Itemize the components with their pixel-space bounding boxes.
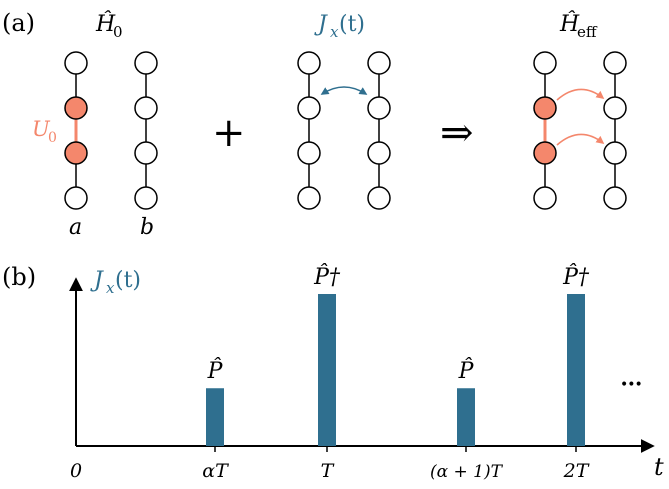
svg-text:x: x bbox=[330, 23, 339, 41]
site-circle bbox=[603, 51, 627, 75]
plus-sign: + bbox=[212, 110, 246, 156]
svg-text:Ĥ: Ĥ bbox=[559, 10, 580, 37]
x-axis-label: t bbox=[654, 453, 664, 481]
site-circle bbox=[367, 96, 391, 120]
x-tick-label: 2T bbox=[563, 460, 590, 482]
site-circle bbox=[64, 186, 88, 210]
site-circle bbox=[297, 141, 321, 165]
implies-arrow: ⇒ bbox=[440, 110, 474, 156]
pulse-bar bbox=[206, 388, 224, 446]
chain-eff-right bbox=[603, 51, 627, 210]
pulse-label: P̂† bbox=[313, 264, 341, 290]
site-circle bbox=[533, 186, 557, 210]
pulse-layer: 0 P̂ αT P̂† T P̂ (α + 1)T P̂† 2T bbox=[70, 264, 590, 482]
h0-title: Ĥ 0 bbox=[95, 10, 123, 41]
svg-text:Ĥ: Ĥ bbox=[95, 10, 116, 37]
site-circle bbox=[367, 141, 391, 165]
x-tick-label: 0 bbox=[70, 460, 82, 482]
svg-text:J: J bbox=[90, 268, 104, 293]
site-circle bbox=[603, 96, 627, 120]
site-circle bbox=[533, 51, 557, 75]
x-tick-label: (α + 1)T bbox=[430, 462, 504, 482]
pulse-bar bbox=[567, 294, 585, 446]
site-circle bbox=[134, 141, 158, 165]
svg-text:(t): (t) bbox=[115, 268, 141, 293]
site-circle bbox=[134, 51, 158, 75]
pulse-bar bbox=[318, 294, 336, 446]
site-circle bbox=[367, 186, 391, 210]
site-circle bbox=[64, 51, 88, 75]
chain-b-label: b bbox=[140, 215, 154, 240]
chain-middle-right bbox=[367, 51, 391, 210]
pulse-bar bbox=[457, 388, 475, 446]
heff-title: Ĥ eff bbox=[559, 10, 598, 41]
tunneling-arrow bbox=[320, 86, 368, 95]
site-circle bbox=[134, 186, 158, 210]
site-circle bbox=[297, 51, 321, 75]
occupied-site-circle bbox=[533, 141, 557, 165]
chain-b bbox=[134, 51, 158, 210]
chain-eff-left bbox=[533, 51, 557, 210]
panel-b-label: (b) bbox=[2, 263, 36, 291]
occupied-site-circle bbox=[533, 96, 557, 120]
panel-a-label: (a) bbox=[2, 9, 35, 37]
x-tick-label: αT bbox=[202, 460, 229, 482]
chain-a-label: a bbox=[69, 215, 82, 240]
svg-text:eff: eff bbox=[577, 23, 598, 41]
y-axis-label: J x (t) bbox=[90, 268, 141, 297]
site-circle bbox=[603, 141, 627, 165]
site-circle bbox=[603, 186, 627, 210]
site-circle bbox=[367, 51, 391, 75]
svg-text:J: J bbox=[314, 12, 328, 37]
site-circle bbox=[297, 186, 321, 210]
chain-a bbox=[64, 51, 88, 210]
jx-title: J x (t) bbox=[314, 12, 365, 41]
svg-text:(t): (t) bbox=[339, 12, 365, 37]
svg-text:0: 0 bbox=[113, 23, 123, 41]
ellipsis: ••• bbox=[620, 377, 642, 393]
pulse-label: P̂ bbox=[458, 358, 475, 384]
chain-middle-left bbox=[297, 51, 321, 210]
svg-text:U: U bbox=[32, 117, 51, 141]
pulse-label: P̂† bbox=[562, 264, 590, 290]
site-circle bbox=[297, 96, 321, 120]
occupied-site-circle bbox=[64, 141, 88, 165]
svg-text:0: 0 bbox=[48, 130, 57, 146]
svg-text:x: x bbox=[106, 279, 115, 297]
x-tick-label: T bbox=[321, 460, 335, 482]
occupied-site-circle bbox=[64, 96, 88, 120]
u0-label: U 0 bbox=[32, 117, 57, 146]
site-circle bbox=[134, 96, 158, 120]
pulse-label: P̂ bbox=[207, 358, 224, 384]
pair-hop-arrow-top bbox=[556, 88, 605, 101]
pair-hop-arrow-bottom bbox=[556, 133, 605, 146]
